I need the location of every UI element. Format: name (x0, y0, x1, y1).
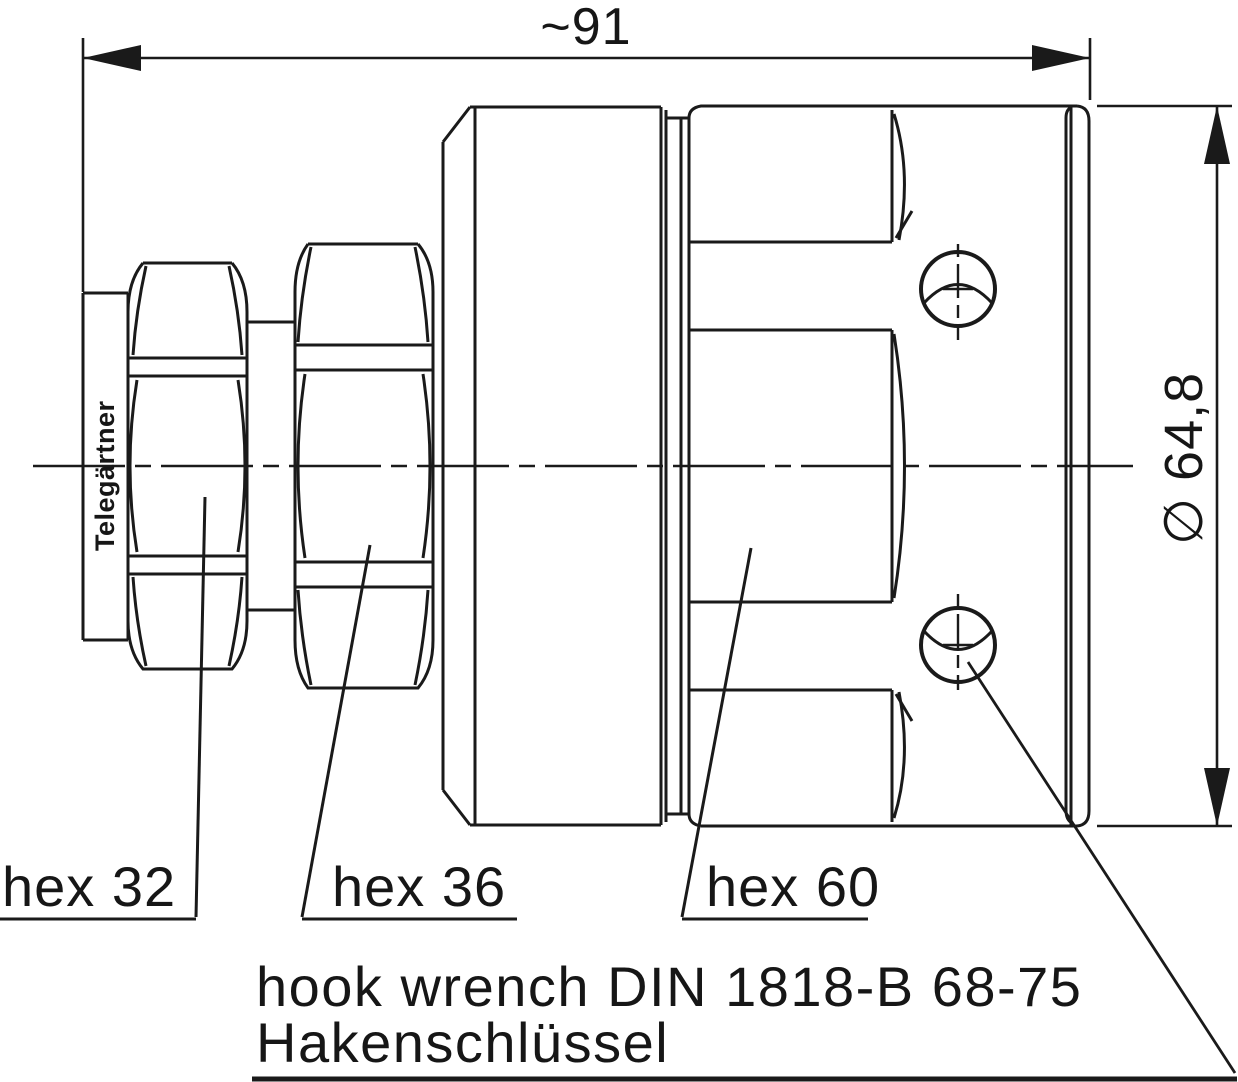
hex32-bottom-chamfer-arcs (131, 576, 244, 667)
hex36-left-barrel-arc (296, 373, 307, 559)
cylinder-chamfer-edges (441, 106, 472, 826)
hex36-right-barrel-arc (421, 373, 432, 559)
hex36-nut (293, 242, 435, 690)
hex60-leader-line (680, 547, 753, 918)
note-line2: Hakenschlüssel (256, 1011, 669, 1074)
diameter-dimension-label: ∅ 64,8 (1154, 372, 1214, 545)
hook-wrench-note: hook wrench DIN 1818-B 68-75 Hakenschlüs… (252, 955, 1237, 1082)
hex60-label: hex 60 (706, 855, 880, 918)
wrench-hole-leader-line (966, 661, 1237, 1074)
hex-callout-lines (0, 496, 868, 921)
hex36-top-chamfer-arcs (296, 246, 430, 343)
main-cylinder (441, 105, 668, 827)
hex36-label: hex 36 (332, 855, 506, 918)
groove-floor-edges (666, 116, 689, 816)
hex36-bottom-chamfer-arcs (296, 589, 430, 686)
hex32-label: hex 32 (2, 855, 176, 918)
arrowhead-right-icon (1032, 45, 1090, 71)
hex36-leader-line (300, 544, 372, 918)
end-cap (1064, 104, 1091, 828)
lower-hole-cone-arc (922, 629, 994, 651)
hex60-upper-slot-edge (689, 110, 894, 244)
hex60-upper-side-chamfer (894, 210, 914, 239)
brand-label: Telegärtner (90, 400, 120, 551)
hex32-right-barrel-arc (236, 379, 247, 553)
hex32-face-lines (128, 356, 247, 576)
hex32-leader-line (194, 496, 207, 918)
hex32-top-chamfer-arcs (131, 265, 244, 356)
step-cylinder (247, 320, 295, 612)
arrowhead-up-icon (1204, 106, 1230, 164)
hook-wrench-holes (919, 244, 1237, 1074)
hex32-outline (126, 261, 249, 671)
length-dimension (81, 38, 1092, 292)
hex32-left-barrel-arc (128, 379, 139, 553)
hex32-nut (126, 261, 249, 671)
hex60-lower-side-chamfer (894, 693, 914, 722)
hex60-middle-band-edges (689, 328, 894, 604)
arrowhead-down-icon (1204, 768, 1230, 826)
end-cap-right-edge (1076, 104, 1091, 828)
hex36-outline (293, 242, 435, 690)
arrowhead-left-icon (83, 45, 141, 71)
hex60-lower-slot-edge (689, 688, 894, 822)
note-line1: hook wrench DIN 1818-B 68-75 (256, 955, 1082, 1018)
hex60-upper-tooth-barrel-arc (892, 113, 906, 241)
relief-groove (666, 116, 689, 816)
hex-callouts: hex 32 hex 36 hex 60 (0, 496, 880, 921)
diameter-dimension (1097, 104, 1232, 828)
hex36-face-lines (295, 343, 433, 589)
hex60-middle-barrel-arc (892, 333, 906, 599)
hex60-lower-tooth-barrel-arc (892, 691, 906, 819)
length-dimension-label: ~91 (540, 0, 631, 56)
